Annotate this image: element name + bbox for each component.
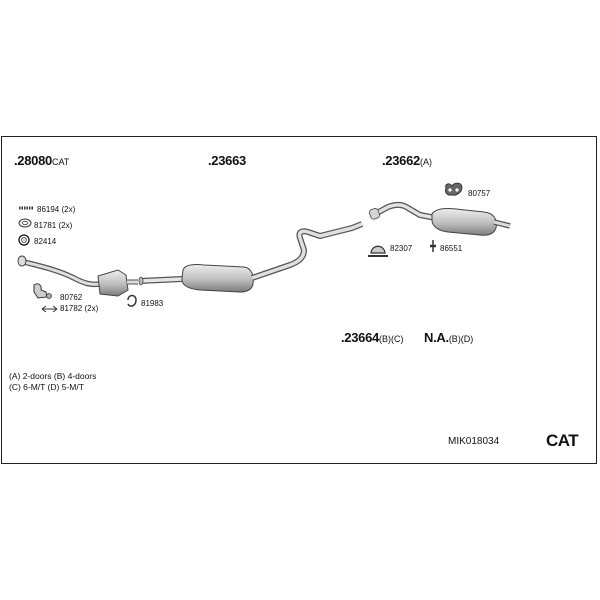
- hanger-bolt-icon: [430, 240, 436, 252]
- model-code: MIK018034: [448, 436, 500, 447]
- hardware-label-82307: 82307: [390, 244, 413, 253]
- variant-notes: (A) 2-doors (B) 4-doors (C) 6-M/T (D) 5-…: [9, 371, 96, 393]
- hardware-label-86551: 86551: [440, 244, 463, 253]
- rubber-hanger-icon: [445, 182, 463, 196]
- part-label-23663: .23663: [208, 153, 246, 168]
- front-pipe-catalytic-converter: [17, 255, 138, 297]
- category-label: CAT: [546, 431, 579, 450]
- hardware-label-86194: 86194 (2x): [37, 205, 76, 214]
- flange-clamp-icon: [127, 294, 137, 307]
- u-clamp-icon: [368, 245, 388, 257]
- hardware-label-81781: 81781 (2x): [34, 221, 73, 230]
- bracket-icon: [33, 283, 52, 299]
- hardware-label-81983: 81983: [141, 299, 164, 308]
- gasket-icon: [18, 218, 32, 228]
- intermediate-pipe-front-silencer: [138, 221, 364, 293]
- hardware-label-82414: 82414: [34, 237, 57, 246]
- hardware-label-81782: 81782 (2x): [60, 304, 99, 313]
- bolt-icon: [41, 305, 58, 313]
- part-label-na: N.A.(B)(D): [424, 330, 474, 345]
- variant-note-line-1: (A) 2-doors (B) 4-doors: [9, 371, 97, 381]
- rear-pipe-rear-silencer: [368, 201, 511, 236]
- variant-note-line-2: (C) 6-M/T (D) 5-M/T: [9, 382, 84, 392]
- part-label-23664: .23664(B)(C): [341, 330, 404, 345]
- clamp-ring-icon: [18, 234, 30, 246]
- part-label-23662: .23662(A): [382, 153, 432, 168]
- part-label-28080: .28080CAT: [14, 153, 70, 168]
- diagram-frame: [1, 136, 597, 464]
- hardware-label-80757: 80757: [468, 189, 491, 198]
- hardware-label-80762: 80762: [60, 293, 83, 302]
